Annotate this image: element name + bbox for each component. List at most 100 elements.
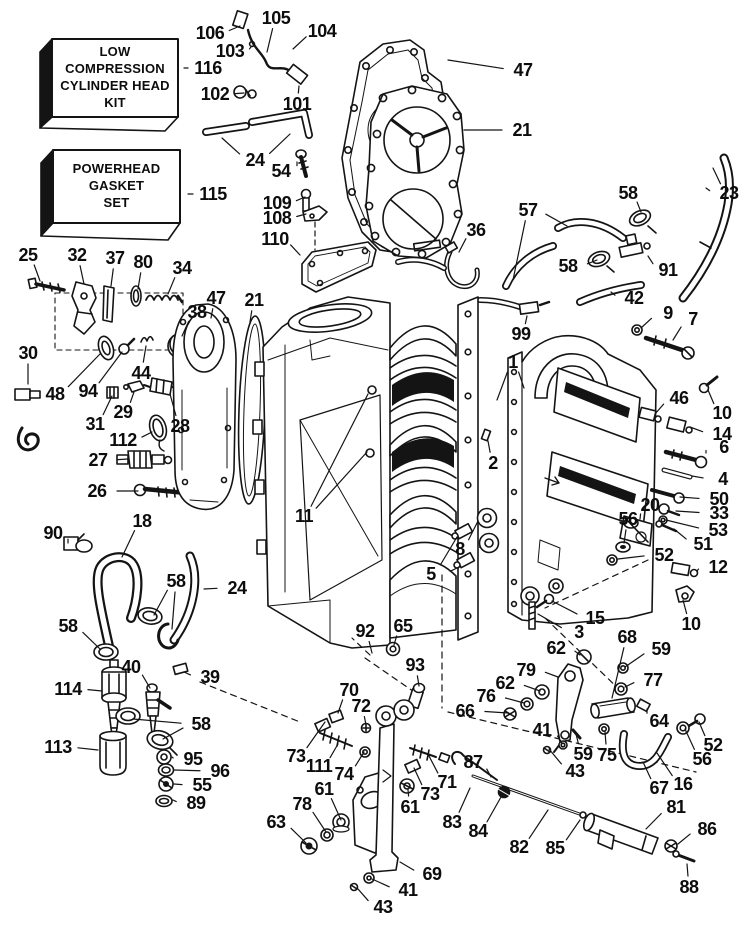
part-label-88: 88: [679, 877, 699, 897]
part-label-23: 23: [719, 183, 739, 203]
clamp-58-a: [628, 209, 657, 234]
clip-44: [140, 335, 154, 343]
part-label-30: 30: [18, 343, 38, 363]
part-label-15: 15: [585, 608, 605, 628]
clip-100: [16, 426, 40, 452]
part-label-36: 36: [466, 220, 486, 240]
part-label-95: 95: [183, 749, 203, 769]
screw-54: [295, 149, 309, 178]
part-label-104: 104: [307, 21, 337, 41]
part-label-67: 67: [649, 778, 669, 798]
part-label-1: 1: [508, 352, 518, 372]
fitting-102: [233, 85, 257, 99]
part-label-43: 43: [565, 761, 585, 781]
part-label-81: 81: [666, 797, 686, 817]
part-label-84: 84: [468, 821, 488, 841]
part-label-16: 16: [673, 774, 693, 794]
spark-plug-lead: [231, 9, 309, 85]
part-label-61: 61: [400, 797, 420, 817]
seal-48: [97, 335, 115, 361]
part-label-78: 78: [292, 794, 312, 814]
head-gasket: [364, 85, 465, 259]
throttle-linkage: [451, 649, 706, 863]
part-label-47: 47: [513, 60, 533, 80]
part-label-75: 75: [597, 745, 617, 765]
part-label-115: 115: [199, 184, 227, 204]
part-label-50: 50: [709, 489, 729, 509]
part-label-62: 62: [546, 638, 566, 658]
part-label-109: 109: [262, 193, 292, 213]
block-flange-bar: [457, 296, 479, 641]
part-label-40: 40: [121, 657, 141, 677]
part-label-33: 33: [709, 503, 729, 523]
right-fasteners: [480, 324, 719, 630]
fuel-system: [63, 533, 200, 808]
grommets-5-8: [451, 507, 500, 569]
crankcase-half: [507, 334, 657, 625]
part-label-6: 6: [719, 437, 729, 457]
part-label-66: 66: [455, 701, 475, 721]
part-label-94: 94: [78, 381, 98, 401]
part-label-10: 10: [712, 403, 732, 423]
part-label-83: 83: [442, 812, 462, 832]
part-label-101: 101: [282, 94, 312, 114]
part-label-21: 21: [512, 120, 532, 140]
part-label-14: 14: [712, 424, 732, 444]
part-label-112: 112: [109, 430, 137, 450]
part-label-55: 55: [192, 775, 212, 795]
part-label-58: 58: [618, 183, 638, 203]
part-label-63: 63: [266, 812, 286, 832]
part-label-2: 2: [488, 453, 498, 473]
part-label-91: 91: [658, 260, 678, 280]
cover-gasket: [237, 315, 267, 505]
part-label-80: 80: [133, 252, 153, 272]
part-label-5: 5: [426, 564, 436, 584]
part-label-42: 42: [624, 288, 644, 308]
bolt-109: [300, 188, 312, 212]
part-label-54: 54: [271, 161, 291, 181]
part-label-59: 59: [573, 744, 593, 764]
part-label-105: 105: [261, 8, 291, 28]
part-label-58: 58: [166, 571, 186, 591]
part-label-103: 103: [215, 41, 245, 61]
part-label-48: 48: [45, 384, 65, 404]
cylinder-block: [252, 296, 391, 649]
part-label-73: 73: [286, 746, 306, 766]
hose-57: [502, 218, 627, 290]
part-label-47: 47: [206, 288, 226, 308]
part-label-106: 106: [195, 23, 225, 43]
part-label-72: 72: [351, 696, 371, 716]
oring-112: [148, 414, 168, 452]
part-label-73: 73: [420, 784, 440, 804]
tee-fitting-91: [618, 233, 651, 258]
part-label-110: 110: [261, 229, 289, 249]
part-label-9: 9: [663, 303, 673, 323]
part-label-96: 96: [210, 761, 230, 781]
kit-box-label-low-compression: LOW COMPRESSION CYLINDER HEAD KIT: [60, 44, 170, 110]
part-label-52: 52: [654, 545, 674, 565]
part-label-32: 32: [67, 245, 87, 265]
part-label-87: 87: [463, 752, 483, 772]
part-label-41: 41: [398, 880, 418, 900]
part-label-4: 4: [718, 469, 728, 489]
part-label-11: 11: [294, 506, 314, 526]
part-label-68: 68: [617, 627, 637, 647]
part-label-25: 25: [18, 245, 38, 265]
part-label-41: 41: [532, 720, 552, 740]
part-label-111: 111: [305, 756, 333, 776]
part-label-18: 18: [132, 511, 152, 531]
part-label-44: 44: [131, 363, 151, 383]
clamp-36: [444, 241, 480, 290]
clamp-108: [302, 205, 328, 222]
part-label-89: 89: [186, 793, 206, 813]
part-label-70: 70: [339, 680, 359, 700]
part-label-27: 27: [88, 450, 108, 470]
part-label-85: 85: [545, 838, 565, 858]
hose-23: [678, 153, 734, 303]
part-label-82: 82: [509, 837, 529, 857]
part-label-65: 65: [393, 616, 413, 636]
part-label-59: 59: [651, 639, 671, 659]
kit-box-label-powerhead-gasket: POWERHEAD GASKET SET: [72, 161, 161, 210]
part-label-43: 43: [373, 897, 393, 917]
